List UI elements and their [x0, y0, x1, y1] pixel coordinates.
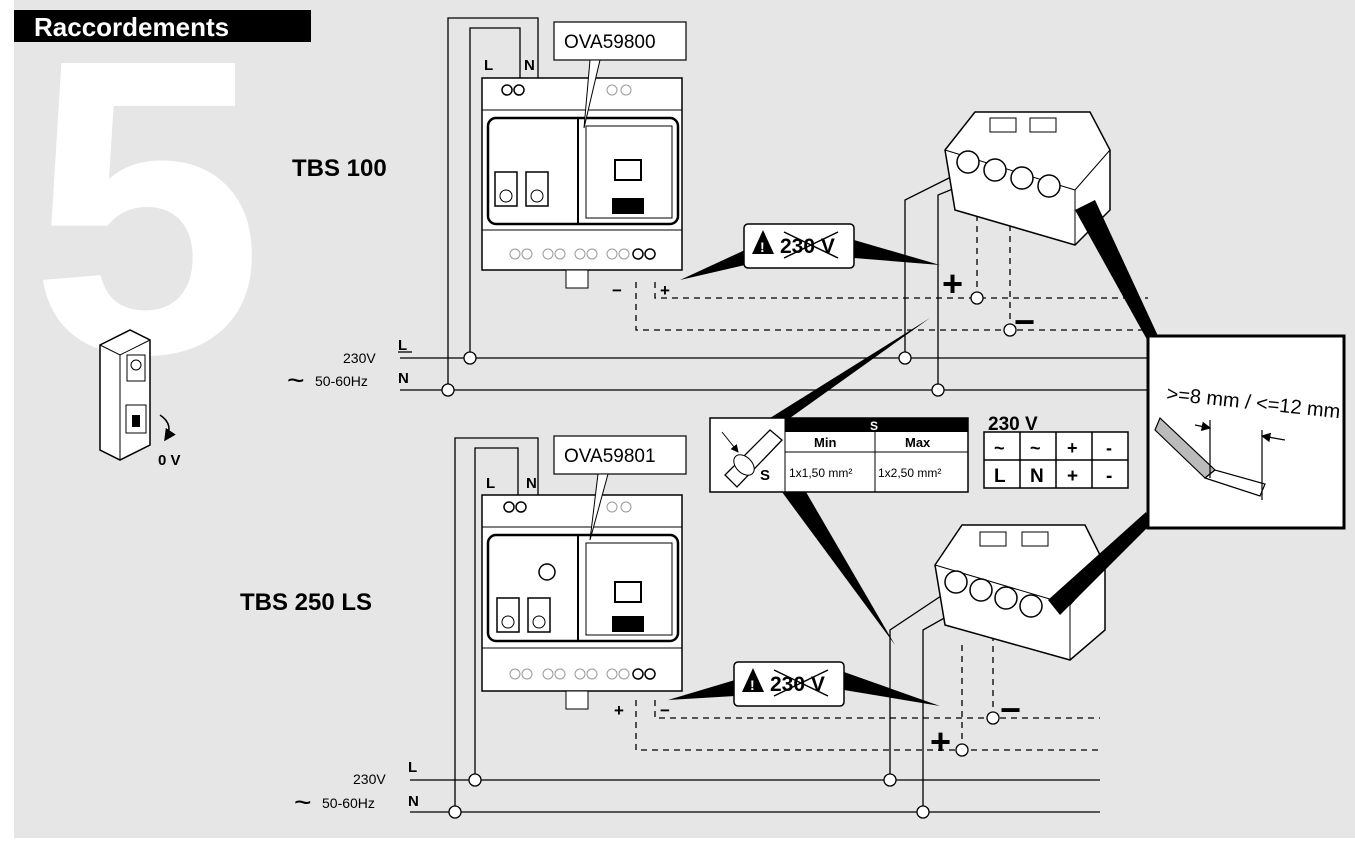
terminal-block-bottom — [934, 524, 1106, 661]
connector-plus-label: + — [930, 721, 951, 762]
supply-line-letter: L — [398, 337, 407, 354]
device-ref-pointer — [589, 473, 609, 541]
device-tbs100 — [481, 77, 683, 289]
cable-section-table — [709, 417, 969, 493]
supply-tilde: ~ — [287, 364, 305, 397]
cable-table-header: S — [870, 419, 878, 433]
device-ref-box — [553, 21, 687, 61]
device-ref-box — [553, 435, 687, 475]
pinout-letter-2: N — [1030, 466, 1044, 487]
supply-frequency-label: 50-60Hz — [315, 373, 368, 389]
device-ref-label: OVA59801 — [564, 446, 656, 467]
breaker-state-label: 0 V — [158, 452, 181, 469]
output-minus-label: − — [612, 281, 622, 300]
cable-section-symbol: S — [760, 467, 770, 484]
pinout-symbol-2: ~ — [1030, 438, 1041, 458]
warning-pointer — [668, 680, 735, 700]
cable-min-value: 1x1,50 mm² — [789, 466, 852, 480]
supply-tilde: ~ — [294, 786, 312, 819]
warning-icon — [742, 668, 764, 692]
connector-minus-label: − — [1014, 301, 1035, 342]
warning-pointer — [680, 250, 745, 280]
output-minus-label: − — [660, 701, 670, 720]
device-model-label: TBS 100 — [292, 155, 387, 182]
cable-max-value: 1x2,50 mm² — [878, 466, 941, 480]
terminal-neutral-letter: N — [526, 475, 537, 492]
cable-max-header: Max — [905, 435, 931, 450]
output-plus-label: + — [660, 281, 670, 300]
pinout-title: 230 V — [988, 414, 1038, 435]
terminal-block-top — [944, 111, 1111, 246]
terminal-line-letter: L — [486, 475, 495, 492]
bottom-wiring — [410, 437, 1100, 813]
supply-frequency-label: 50-60Hz — [322, 795, 375, 811]
warning-box — [743, 223, 855, 269]
supply-neutral-letter: N — [408, 793, 419, 810]
cable-callout-pointer-bottom — [782, 492, 895, 645]
terminal-neutral-letter: N — [524, 57, 535, 74]
warning-icon-mark: ! — [760, 239, 765, 255]
pinout-letter-3: + — [1067, 466, 1078, 487]
header-bar — [14, 10, 311, 42]
bottom-wiring-nodes — [448, 711, 1000, 819]
cable-min-header: Min — [814, 435, 836, 450]
strip-length-callout — [1146, 334, 1346, 530]
connector-minus-label: − — [1000, 689, 1021, 730]
warning-pointer-right — [854, 240, 940, 265]
warning-icon — [752, 230, 774, 254]
pinout-symbol-4: - — [1106, 438, 1112, 458]
connector-plus-label: + — [942, 263, 963, 304]
device-tbs250ls — [481, 494, 683, 710]
terminal-line-letter: L — [484, 57, 493, 74]
top-wiring-nodes — [441, 291, 1017, 397]
warning-box — [733, 661, 845, 707]
pinout-symbol-1: ~ — [994, 438, 1005, 458]
circuit-breaker: 0 V — [99, 329, 181, 469]
supply-neutral-letter: N — [398, 370, 409, 387]
page-title: Raccordements — [34, 12, 229, 42]
strip-callout-pointer-bottom — [1048, 512, 1150, 615]
pinout-table — [983, 431, 1129, 489]
device-ref-label: OVA59800 — [564, 32, 656, 53]
device-ref-pointer — [583, 59, 601, 129]
strip-callout-pointer-top — [1075, 200, 1158, 345]
device-model-label: TBS 250 LS — [240, 589, 372, 616]
cable-callout-pointer-top — [770, 318, 930, 418]
supply-voltage-label: 230V — [343, 350, 376, 366]
pinout-letter-1: L — [994, 466, 1006, 487]
output-plus-label: + — [614, 701, 624, 720]
pinout-letter-4: - — [1106, 466, 1112, 487]
warning-pointer-right — [844, 672, 940, 706]
warning-icon-mark: ! — [750, 677, 755, 693]
supply-voltage-label: 230V — [353, 771, 386, 787]
supply-line-letter: L — [408, 759, 417, 776]
pinout-symbol-3: + — [1067, 438, 1078, 458]
